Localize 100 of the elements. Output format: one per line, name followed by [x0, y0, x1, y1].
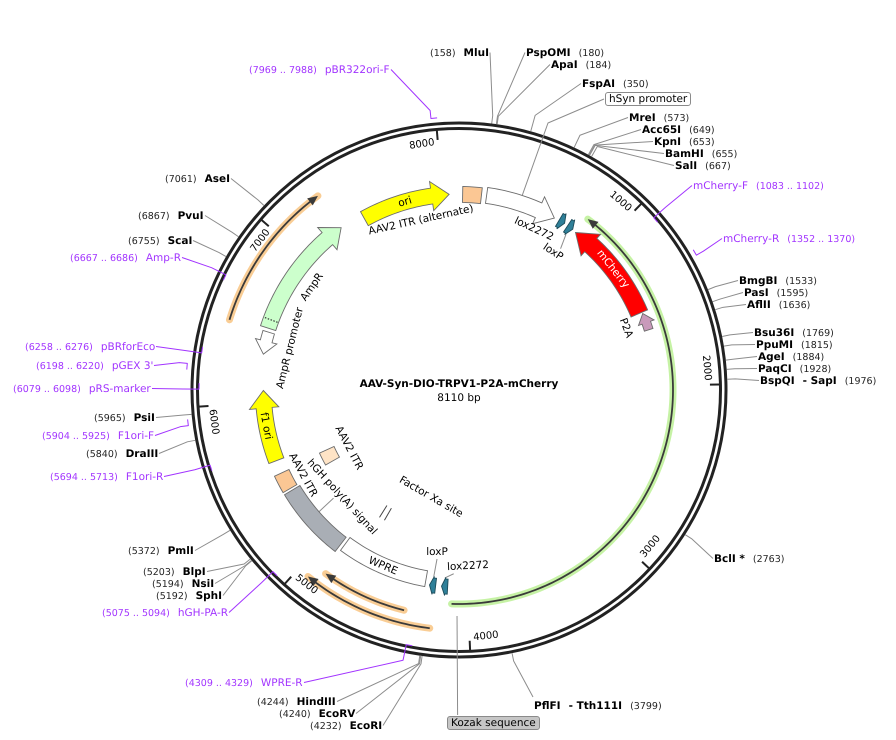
feature-callout: Kozak sequence: [447, 716, 540, 730]
primer-range: (5075 .. 5094): [102, 608, 170, 620]
cut-site-position: (5203): [143, 567, 175, 579]
leader-line: [192, 240, 226, 258]
primer-range: (6079 .. 6098): [13, 384, 81, 396]
cut-site-position: (7061): [165, 174, 197, 186]
enzyme-name: BmgBI: [739, 275, 778, 287]
leader-line: [164, 464, 212, 477]
cut-site-position: (1884): [792, 352, 824, 364]
leader-line: [684, 534, 714, 559]
enzyme-name: FspAI: [582, 78, 615, 90]
enzyme-name: SphI: [196, 590, 222, 602]
leader-line: [591, 146, 674, 166]
primer-name: pGEX 3': [112, 360, 154, 372]
enzyme-name: PsiI: [134, 412, 155, 424]
leader-line: [588, 129, 642, 156]
cut-site-position: (158): [430, 48, 456, 60]
cut-site-position: (180): [578, 48, 604, 60]
leader-line: [154, 418, 189, 436]
leader-line: [152, 382, 200, 390]
leader-line: [560, 234, 567, 250]
primer-range: (6258 .. 6276): [25, 342, 93, 354]
leader-line: [574, 117, 628, 148]
cut-site-position: (1533): [785, 276, 817, 288]
cut-site-position: (5840): [86, 449, 118, 461]
primer-range: (6198 .. 6220): [36, 361, 104, 373]
cut-site-position: (667): [705, 161, 731, 173]
enzyme-name: SalI: [675, 160, 698, 172]
cut-site-position: (653): [689, 137, 715, 149]
cut-site-position: (655): [712, 149, 738, 161]
leader-line: [222, 560, 252, 596]
tick-label: 4000: [472, 629, 500, 644]
leader-line: [433, 558, 438, 578]
enzyme-name: MreI: [629, 112, 656, 124]
cut-site-position: (1815): [801, 340, 833, 352]
cut-site-position: (5192): [156, 591, 188, 603]
leader-line: [456, 616, 458, 716]
feature-label: lox2272: [446, 558, 490, 574]
leader-line: [206, 558, 251, 572]
leader-line: [726, 368, 758, 370]
enzyme-name: BclI *: [714, 553, 745, 565]
leader-line: [154, 362, 188, 370]
cut-site-position: (1595): [776, 288, 808, 300]
enzyme-name: BamHI: [665, 148, 704, 160]
leader-line: [194, 530, 231, 551]
cut-site-position: (573): [664, 113, 690, 125]
enzyme-name: - SapI: [802, 375, 837, 387]
feature-label: f1 ori: [258, 411, 275, 440]
primer-name: hGH-PA-R: [178, 607, 228, 619]
leader-line: [653, 185, 692, 223]
enzyme-name: PpuMI: [756, 339, 794, 351]
cut-site-position: (5965): [94, 413, 126, 425]
cut-site-position: (1976): [844, 376, 876, 388]
leader-line: [182, 257, 226, 281]
primer-name: pBR322ori-F: [324, 64, 390, 76]
leader-line: [722, 332, 754, 337]
cut-site-position: (4232): [310, 721, 342, 733]
cut-site-position: (1928): [800, 364, 832, 376]
enzyme-name: AseI: [204, 173, 230, 185]
enzyme-name: PaqCI: [758, 363, 792, 375]
enzyme-name: PmlI: [168, 545, 194, 557]
leader-line: [692, 238, 722, 256]
leader-line: [158, 440, 196, 454]
cut-site-position: (1636): [778, 300, 810, 312]
feature-label: AmpR promoter: [274, 306, 306, 390]
primer-range: (4309 .. 4329): [185, 678, 253, 690]
primer-name: pRS-marker: [88, 383, 151, 395]
enzyme-name: BlpI: [182, 566, 206, 578]
feature-label: loxP: [426, 546, 448, 558]
leader-line: [588, 141, 654, 156]
leader-line: [725, 356, 758, 361]
leader-line: [589, 144, 664, 156]
leader-line: [156, 414, 192, 418]
plasmid-title: AAV-Syn-DIO-TRPV1-P2A-mCherry: [360, 378, 558, 390]
enzyme-name: AflII: [747, 299, 771, 311]
cut-site-position: (5194): [152, 579, 184, 591]
primer-name: mCherry-R: [723, 233, 780, 245]
cut-site-position: (1769): [802, 328, 834, 340]
leader-line: [723, 344, 756, 347]
tick-label: 6000: [205, 408, 221, 436]
primer-name: F1ori-F: [118, 430, 154, 442]
enzyme-name: NsiI: [192, 578, 214, 590]
feature-label: P2A: [616, 316, 635, 340]
leader-line: [390, 69, 438, 119]
enzyme-name: HindIII: [296, 696, 336, 708]
enzyme-name: PspOMI: [526, 47, 571, 59]
enzyme-name: ScaI: [168, 235, 192, 247]
leader-line: [304, 644, 413, 683]
tick-label: 2000: [698, 355, 714, 382]
feature-callout: hSyn promoter: [605, 92, 692, 106]
enzyme-name: PvuI: [178, 210, 204, 222]
enzyme-name: Acc65I: [642, 124, 682, 136]
leader-line: [708, 280, 738, 290]
enzyme-name: PasI: [744, 287, 769, 299]
leader-line: [214, 560, 252, 584]
feature-label: loxP: [540, 241, 566, 263]
leader-line: [714, 304, 746, 310]
leader-line: [490, 52, 494, 124]
enzyme-name: BspQI: [760, 375, 795, 387]
primer-range: (7969 .. 7988): [249, 65, 317, 77]
